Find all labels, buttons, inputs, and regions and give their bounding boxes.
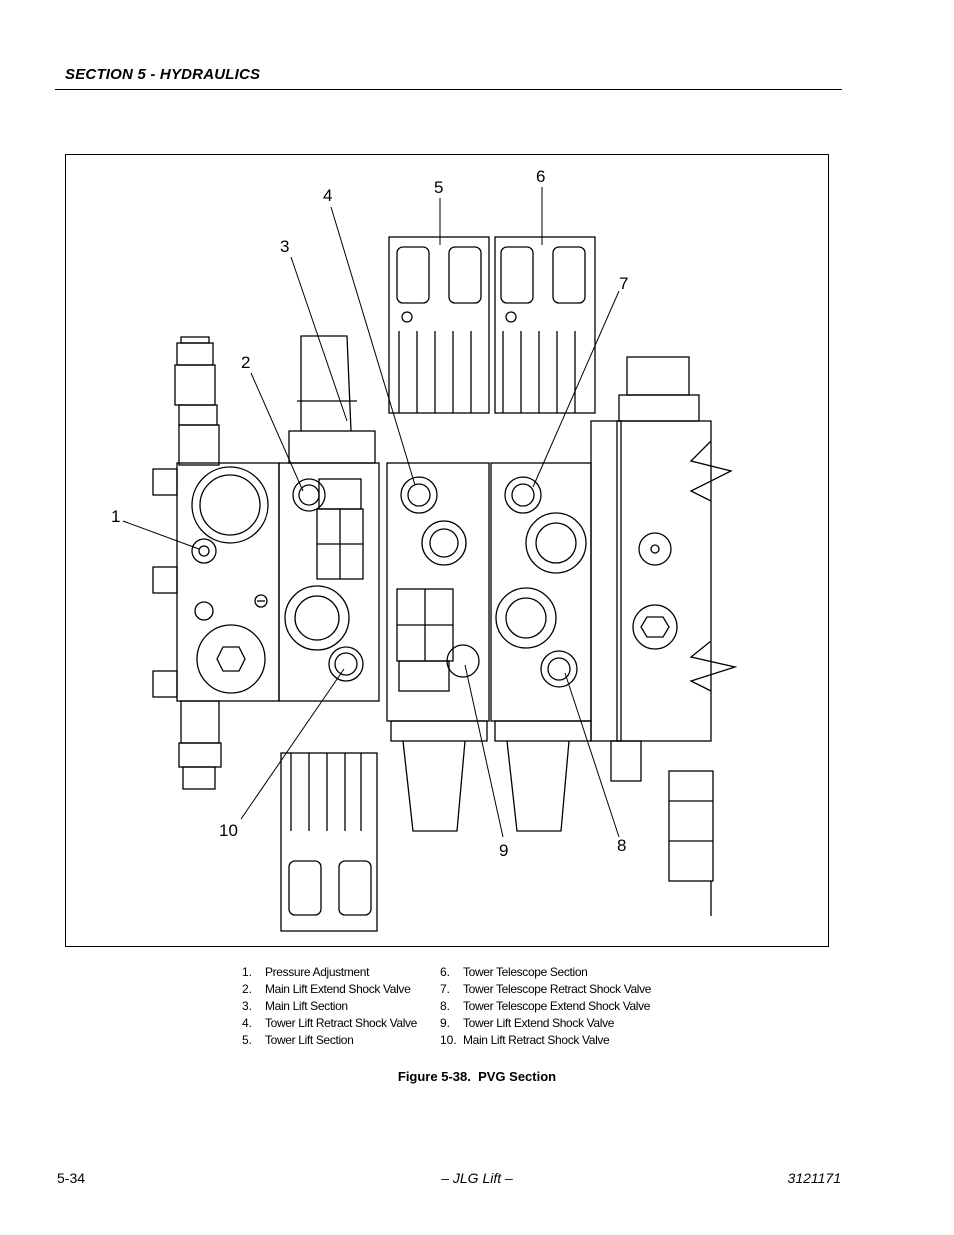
- page-number: 5-34: [57, 1170, 86, 1186]
- callout-7: 7: [619, 274, 628, 293]
- legend-item-text: Main Lift Extend Shock Valve: [265, 982, 411, 996]
- callout-6: 6: [536, 167, 545, 186]
- legend-item-text: Main Lift Retract Shock Valve: [463, 1033, 610, 1047]
- figure-caption-title: PVG Section: [478, 1069, 557, 1084]
- callout-4: 4: [323, 186, 332, 205]
- legend-item-text: Tower Lift Section: [265, 1033, 354, 1047]
- footer-brand: – JLG Lift –: [441, 1170, 513, 1186]
- figure-frame: 1 2 3 4 5 6 7 8 9 10: [65, 154, 829, 947]
- pvg-valve-illustration: 1 2 3 4 5 6 7 8 9 10: [111, 167, 738, 932]
- legend-item: 10. Main Lift Retract Shock Valve: [440, 1032, 651, 1049]
- tower-lift-section-body: [386, 236, 490, 832]
- legend-item-number: 5.: [242, 1033, 253, 1047]
- legend-item-number: 9.: [440, 1016, 451, 1030]
- callout-8: 8: [617, 836, 626, 855]
- figure-caption: Figure 5-38. PVG Section: [0, 1069, 954, 1084]
- callout-5: 5: [434, 178, 443, 197]
- callout-10: 10: [219, 821, 238, 840]
- document-number: 3121171: [787, 1170, 841, 1186]
- tower-telescope-section-body: [490, 236, 596, 832]
- legend-item-number: 1.: [242, 965, 253, 979]
- legend-item-number: 7.: [440, 982, 451, 996]
- callout-3: 3: [280, 237, 289, 256]
- legend-item-text: Tower Lift Extend Shock Valve: [463, 1016, 615, 1030]
- section-title: SECTION 5 - HYDRAULICS: [65, 66, 261, 83]
- callout-leader-lines: [122, 187, 620, 838]
- legend-column-2: 6. Tower Telescope Section 7. Tower Telesc…: [440, 964, 651, 1049]
- legend-item-number: 8.: [440, 999, 451, 1013]
- legend-item-number: 4.: [242, 1016, 253, 1030]
- legend-item-number: 2.: [242, 982, 253, 996]
- left-end-plate: [152, 336, 280, 790]
- legend-item-text: Tower Telescope Section: [463, 965, 588, 979]
- callout-1: 1: [111, 507, 120, 526]
- header-rule: [55, 89, 842, 90]
- main-lift-section-body: [278, 335, 380, 932]
- legend-item-number: 3.: [242, 999, 253, 1013]
- legend-item: 8. Tower Telescope Extend Shock Valve: [440, 998, 651, 1015]
- figure-caption-label: Figure 5-38.: [397, 1069, 471, 1084]
- legend-item-number: 10.: [440, 1033, 457, 1047]
- callout-9: 9: [499, 841, 508, 860]
- legend-item-number: 6.: [440, 965, 451, 979]
- right-end-plate: [590, 356, 738, 916]
- legend-item: 4. Tower Lift Retract Shock Valve: [242, 1015, 417, 1032]
- legend-item: 7. Tower Telescope Retract Shock Valve: [440, 981, 651, 998]
- callout-2: 2: [241, 353, 250, 372]
- legend-item-text: Tower Telescope Retract Shock Valve: [463, 982, 652, 996]
- legend-column-1: 1. Pressure Adjustment 2. Main Lift Extend…: [242, 964, 417, 1049]
- callout-numbers: 1 2 3 4 5 6 7 8 9 10: [111, 167, 628, 860]
- legend-item-text: Pressure Adjustment: [265, 965, 370, 979]
- legend-item: 2. Main Lift Extend Shock Valve: [242, 981, 417, 998]
- legend-item-text: Tower Lift Retract Shock Valve: [265, 1016, 418, 1030]
- legend-item-text: Tower Telescope Extend Shock Valve: [463, 999, 651, 1013]
- legend-item: 3. Main Lift Section: [242, 998, 417, 1015]
- legend-item: 9. Tower Lift Extend Shock Valve: [440, 1015, 651, 1032]
- legend-item: 6. Tower Telescope Section: [440, 964, 651, 981]
- legend-item: 1. Pressure Adjustment: [242, 964, 417, 981]
- legend-item: 5. Tower Lift Section: [242, 1032, 417, 1049]
- legend-item-text: Main Lift Section: [265, 999, 348, 1013]
